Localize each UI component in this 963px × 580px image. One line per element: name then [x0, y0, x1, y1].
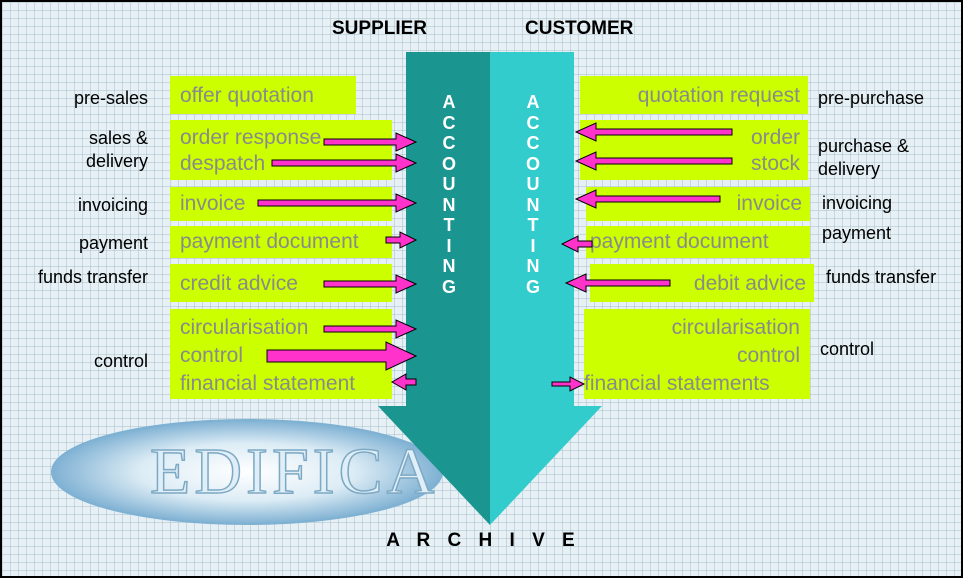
doc-control-supplier: control	[180, 344, 244, 367]
label-sales-delivery-2: delivery	[85, 151, 148, 171]
label-pre-sales: pre-sales	[73, 88, 148, 108]
arrow-control-supplier	[266, 341, 418, 371]
customer-accounting-arrow	[490, 52, 602, 525]
label-control-right: control	[820, 339, 875, 359]
doc-order-response: order response	[180, 126, 322, 149]
arrow-despatch	[271, 153, 418, 173]
arrow-order-response	[323, 132, 418, 152]
doc-debit-advice: debit advice	[693, 272, 806, 295]
arrow-financial-statements	[551, 376, 586, 392]
arrow-order	[574, 122, 733, 142]
label-pre-purchase: pre-purchase	[818, 88, 925, 108]
doc-circularisation-supplier: circularisation	[180, 316, 309, 339]
arrow-financial-statement	[390, 373, 417, 391]
doc-quotation-request: quotation request	[637, 84, 800, 107]
customer-header: CUSTOMER	[525, 18, 634, 39]
label-payment-left: payment	[78, 233, 148, 253]
doc-financial-statement: financial statement	[180, 372, 356, 395]
arrow-circularisation	[323, 319, 418, 339]
supplier-accounting-arrow	[378, 52, 490, 525]
customer-box-payment	[586, 226, 810, 258]
doc-invoice-customer: invoice	[736, 192, 802, 215]
doc-order: order	[750, 126, 800, 149]
doc-circularisation-customer: circularisation	[671, 316, 800, 339]
arrow-stock	[574, 151, 733, 171]
arrow-invoice-supplier	[257, 193, 418, 213]
label-funds-transfer-left: funds transfer	[37, 267, 148, 287]
arrow-debit-advice	[564, 273, 671, 293]
arrow-credit-advice	[323, 274, 418, 294]
customer-box-control	[584, 309, 810, 399]
customer-box-invoice	[586, 187, 810, 221]
arrow-payment-supplier	[385, 231, 418, 249]
label-purchase-delivery-2: delivery	[818, 159, 881, 179]
doc-invoice-supplier: invoice	[180, 192, 246, 215]
doc-offer-quotation: offer quotation	[180, 84, 314, 107]
label-invoicing-left: invoicing	[77, 195, 148, 215]
label-control-left: control	[93, 351, 148, 371]
label-payment-right: payment	[822, 223, 892, 243]
doc-stock: stock	[750, 152, 800, 175]
doc-payment-document-supplier: payment document	[180, 230, 359, 253]
logo-text: EDIFICA	[149, 434, 439, 509]
arrow-invoice-customer	[574, 189, 721, 209]
doc-despatch: despatch	[180, 152, 266, 175]
label-sales-delivery-1: sales &	[88, 128, 148, 148]
doc-financial-statements: financial statements	[584, 372, 770, 395]
customer-box-quotation	[580, 76, 808, 114]
label-invoicing-right: invoicing	[822, 193, 893, 213]
label-purchase-delivery-1: purchase &	[818, 136, 910, 156]
doc-payment-document-customer: payment document	[590, 230, 769, 253]
label-funds-transfer-right: funds transfer	[826, 267, 937, 287]
doc-credit-advice: credit advice	[180, 272, 298, 295]
doc-control-customer: control	[736, 344, 800, 367]
supplier-box-payment	[170, 226, 392, 258]
supplier-header: SUPPLIER	[332, 18, 428, 39]
archive-label: A R C H I V E	[386, 530, 581, 551]
supplier-box-order-despatch	[170, 120, 392, 180]
supplier-box-offer	[170, 76, 356, 114]
arrow-payment-customer	[560, 235, 593, 253]
